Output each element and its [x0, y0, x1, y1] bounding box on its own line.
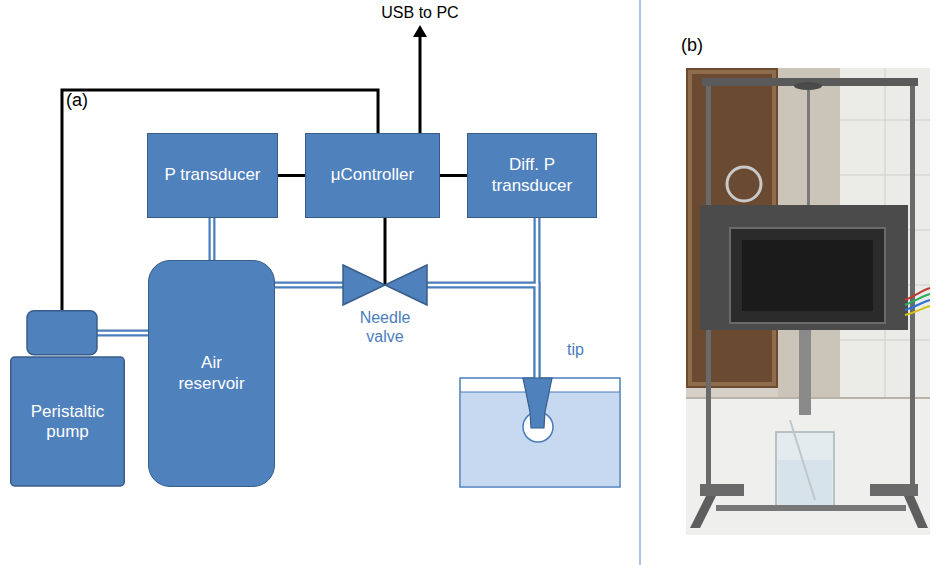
pipe-bore	[97, 331, 148, 334]
valve-symbol: Needle valve	[335, 263, 435, 348]
node-text: P transducer	[164, 165, 260, 185]
pump-block: Peristaltic pump	[10, 310, 125, 487]
pipe-bore	[536, 218, 539, 378]
air-pipe	[425, 285, 537, 378]
node-text: Diff. P transducer	[482, 155, 582, 196]
node-text: Needle valve	[353, 308, 417, 346]
panel-label: (a)	[66, 90, 106, 112]
usb-arrow	[413, 25, 427, 133]
reservoir-box: Air reservoir	[148, 260, 275, 487]
panel-divider	[639, 0, 641, 565]
air-pipe	[97, 329, 148, 336]
process-box: μController	[305, 133, 440, 218]
node-text: Peristaltic pump	[18, 402, 117, 443]
node-text: tip	[567, 340, 584, 359]
pipe-bore	[211, 218, 214, 260]
pipe-bore	[275, 284, 343, 287]
signal-wire	[278, 174, 305, 177]
node-text: Air reservoir	[167, 353, 256, 394]
panel-label: (b)	[681, 35, 721, 57]
air-pipe	[208, 218, 215, 260]
pump-outline	[10, 310, 125, 487]
signal-wire	[384, 218, 387, 285]
process-box: P transducer	[147, 133, 278, 218]
air-pipe	[275, 281, 343, 288]
signal-label: USB to PC	[360, 3, 480, 22]
signal-wire	[440, 174, 467, 177]
node-text: μController	[331, 165, 415, 185]
process-box: Diff. P transducer	[467, 133, 597, 218]
liquid-beaker	[460, 378, 620, 487]
tip-symbol: tip	[520, 338, 590, 430]
pipe-bore	[425, 285, 537, 378]
apparatus-photo	[686, 68, 930, 535]
air-pipe	[533, 218, 540, 378]
